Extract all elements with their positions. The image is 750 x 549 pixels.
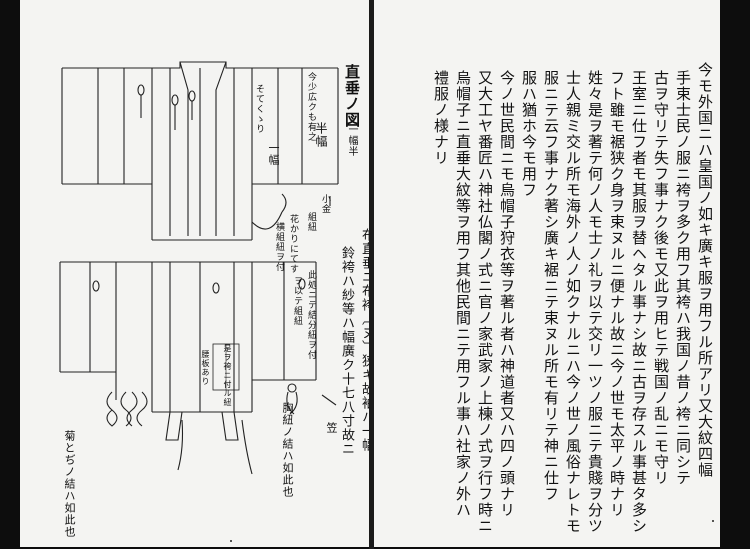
diagram-title: 直垂ノ図	[343, 64, 361, 128]
text-column-6: 姓々是ヲ著テ何ノ人モ士ノ礼ヲ以テ交リ一ツノ服ニテ貴賤ヲ分ツ	[586, 70, 604, 534]
text-column-9: 服ハ猶ホ今モ用フ	[520, 70, 538, 198]
text-column-11: 又大工ヤ番匠ハ神社仏閣ノ式ニ官ノ家武家ノ上棟ノ式ヲ行フ時ニ	[476, 70, 494, 534]
text-column-5: フト雖モ裾狭ク身ヲ束ヌルニ便ナル故ニ今ノ世モ太平ノ時ナリ	[608, 70, 626, 518]
text-column-4: 王室ニ仕フ者モ其服ヲ替ヘタル事ナシ故ニ古ヲ存スル事甚タ多シ	[630, 70, 648, 534]
annotation-kogane: 小金	[320, 194, 330, 214]
annotation-mune-himo: 胸紐ノ結ハ如此也	[281, 402, 294, 498]
annotation-hakama-note: 是ヲ袴ニ付ル紐	[223, 344, 232, 407]
text-column-8: 服ニテ云フ事ナク著シ廣キ裾ニテ束ヌル所モ有リテ神ニ仕フ	[542, 70, 560, 502]
text-column-3: 古ヲ守リテ失フ事ナク後モ又此ヲ用ヒテ戦国ノ乱ニモ守リ	[652, 70, 670, 486]
text-column-7: 士人親ミ交ル所モ海外ノ人ノ如クナルニハ今ノ世ノ風俗ナレトモ	[564, 70, 582, 534]
annotation-ichi-haba: 一幅	[267, 142, 280, 166]
description-column-2: 鈴袴ハ紗等ハ幅廣ク十七八寸故ニ	[339, 246, 354, 456]
annotation-width-note: 今少広クも有之	[306, 72, 316, 142]
annotation-waist-note: 腰板あり	[201, 350, 210, 386]
annotation-hana-note: 花かりにてす	[288, 214, 298, 274]
right-page: 今モ外国ニハ皇国ノ如キ廣キ服ヲ用フル所アリ又大紋四幅 手束士民ノ服ニ袴ヲ多ク用フ…	[374, 0, 720, 547]
annotation-hang-note: 此処ニテ結分紐ヲ付	[306, 270, 316, 360]
text-column-10: 今ノ世民間ニモ烏帽子狩衣等ヲ著ル者ハ神道者又ハ四ノ頭ナリ	[498, 70, 516, 518]
text-column-12: 烏帽子ニ直垂大紋等ヲ用フ其他民間ニテ用フル事ハ社家ノ外ハ	[454, 70, 472, 518]
book-gutter	[369, 0, 374, 549]
scan-speck	[230, 540, 232, 542]
annotation-kiku-toji: 菊とぢノ結ハ如此也	[63, 430, 76, 538]
text-column-2: 手束士民ノ服ニ袴ヲ多ク用フ其袴ハ我国ノ昔ノ袴ニ同シテ	[674, 70, 692, 486]
annotation-han-haba: 半幅	[314, 122, 328, 148]
annotation-kumi-himo: 組紐	[306, 212, 316, 232]
annotation-sode-kukuri: そてくゝり	[254, 84, 264, 134]
text-column-13: 禮服ノ様ナリ	[432, 70, 450, 166]
annotation-yoko-note: 横組紐ヲ付	[274, 222, 284, 272]
text-column-1: 今モ外国ニハ皇国ノ如キ廣キ服ヲ用フル所アリ又大紋四幅	[696, 62, 714, 478]
left-page: 直垂ノ図 一幅半 布直垂ニ布袴〔ヌ〕狭キ故袖ハ一幅 鈴袴ハ紗等ハ幅廣ク十七八寸故…	[20, 0, 374, 547]
hakama-outline	[59, 261, 317, 475]
scan-speck	[712, 520, 714, 522]
cords-and-knots	[92, 84, 337, 427]
hitatare-garment-diagram	[59, 61, 339, 475]
annotation-sho: 笠	[325, 422, 338, 434]
jacket-outline	[61, 61, 339, 241]
measure-one-width: 一幅半	[346, 124, 357, 157]
annotation-tsuke-note: ヲ以テ組紐	[292, 276, 302, 326]
